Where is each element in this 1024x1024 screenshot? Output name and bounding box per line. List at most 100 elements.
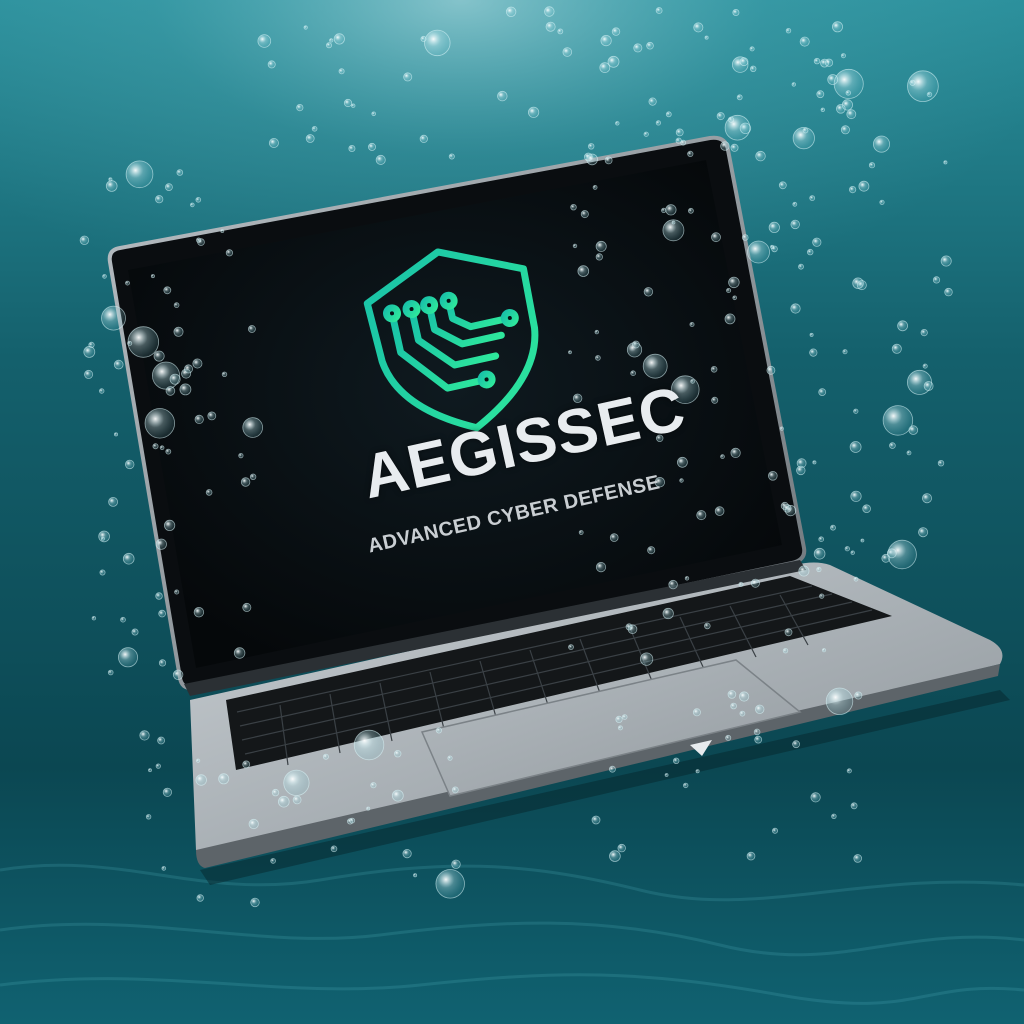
bubble [625, 623, 633, 631]
bubble [225, 249, 233, 257]
bubble [850, 490, 862, 502]
bubble [609, 533, 619, 542]
bubble [852, 277, 864, 289]
bubble [662, 219, 685, 242]
bubble [451, 859, 461, 870]
bubble [145, 814, 152, 820]
bubble [114, 432, 119, 437]
bubble [662, 607, 674, 620]
bubble [716, 112, 725, 121]
bubble [248, 818, 259, 830]
bubble [322, 753, 329, 760]
bubble [812, 460, 817, 465]
bubble [107, 669, 114, 676]
bubble [770, 244, 775, 249]
bubble [853, 408, 859, 414]
bubble [772, 827, 779, 834]
bubble [600, 34, 612, 47]
bubble [267, 60, 276, 69]
bubble [727, 690, 737, 699]
bubble [172, 669, 184, 681]
bubble [767, 470, 778, 481]
bubble [367, 142, 376, 151]
bubble [527, 106, 540, 118]
bubble [572, 393, 583, 404]
bubble [792, 201, 798, 207]
bubble [813, 57, 821, 65]
bubble [665, 111, 672, 118]
bubble [725, 734, 732, 741]
bubble [366, 806, 371, 811]
bubble [127, 326, 160, 358]
bubble [646, 41, 654, 50]
bubble [242, 602, 252, 612]
bubble [615, 715, 623, 724]
bubble [155, 195, 164, 204]
bubble [696, 510, 707, 521]
bubble [402, 848, 412, 859]
bubble [353, 729, 385, 761]
bubble [853, 854, 862, 863]
laptop-hinge [184, 560, 806, 696]
bubble [825, 687, 854, 716]
bubble [413, 873, 418, 878]
bubble [165, 448, 172, 455]
bubble [922, 363, 928, 369]
bubble [671, 220, 676, 225]
bubble [879, 199, 885, 205]
bubble [746, 851, 756, 861]
bubble [609, 765, 616, 773]
bubble [79, 235, 90, 246]
bubble [720, 141, 730, 151]
bubble [153, 350, 165, 362]
bubble [595, 355, 601, 361]
bubble [881, 553, 891, 563]
bubble [448, 153, 455, 160]
bubble [578, 530, 584, 535]
bubble [842, 349, 848, 355]
bubble [887, 539, 917, 570]
bubble [753, 728, 761, 736]
bubble [687, 150, 694, 157]
bubble [673, 757, 680, 764]
bubble [862, 504, 871, 514]
bubble [633, 43, 643, 53]
bubble [91, 616, 97, 621]
bubble [799, 36, 810, 47]
bubble [714, 506, 725, 516]
bubble [325, 42, 332, 49]
bubble [648, 97, 657, 106]
bubble [845, 90, 851, 96]
bubble [711, 396, 719, 404]
bubble [257, 34, 272, 48]
bubble [580, 210, 589, 219]
bubble [850, 802, 858, 810]
bubble [83, 345, 96, 358]
bubble [615, 121, 620, 126]
bubble [604, 156, 613, 165]
bubble [371, 111, 377, 117]
bubble [858, 180, 870, 192]
bubble [247, 325, 256, 333]
bubble [782, 503, 792, 513]
bubble [809, 348, 818, 357]
bubble [595, 240, 607, 252]
bubble [684, 576, 690, 581]
bubble [724, 114, 751, 141]
bubble [816, 566, 822, 573]
bubble [98, 530, 110, 543]
bubble [693, 22, 704, 33]
bubble [163, 286, 172, 295]
bubble [207, 411, 217, 421]
bubble [730, 702, 737, 710]
bubble [595, 561, 607, 573]
bubble [779, 426, 784, 431]
bubble [162, 787, 172, 797]
bubble [675, 137, 682, 144]
bubble [375, 154, 386, 165]
bubble [205, 489, 213, 496]
bubble [840, 53, 846, 59]
bubble [792, 740, 800, 749]
bubble [591, 815, 601, 825]
bubble [611, 27, 621, 36]
